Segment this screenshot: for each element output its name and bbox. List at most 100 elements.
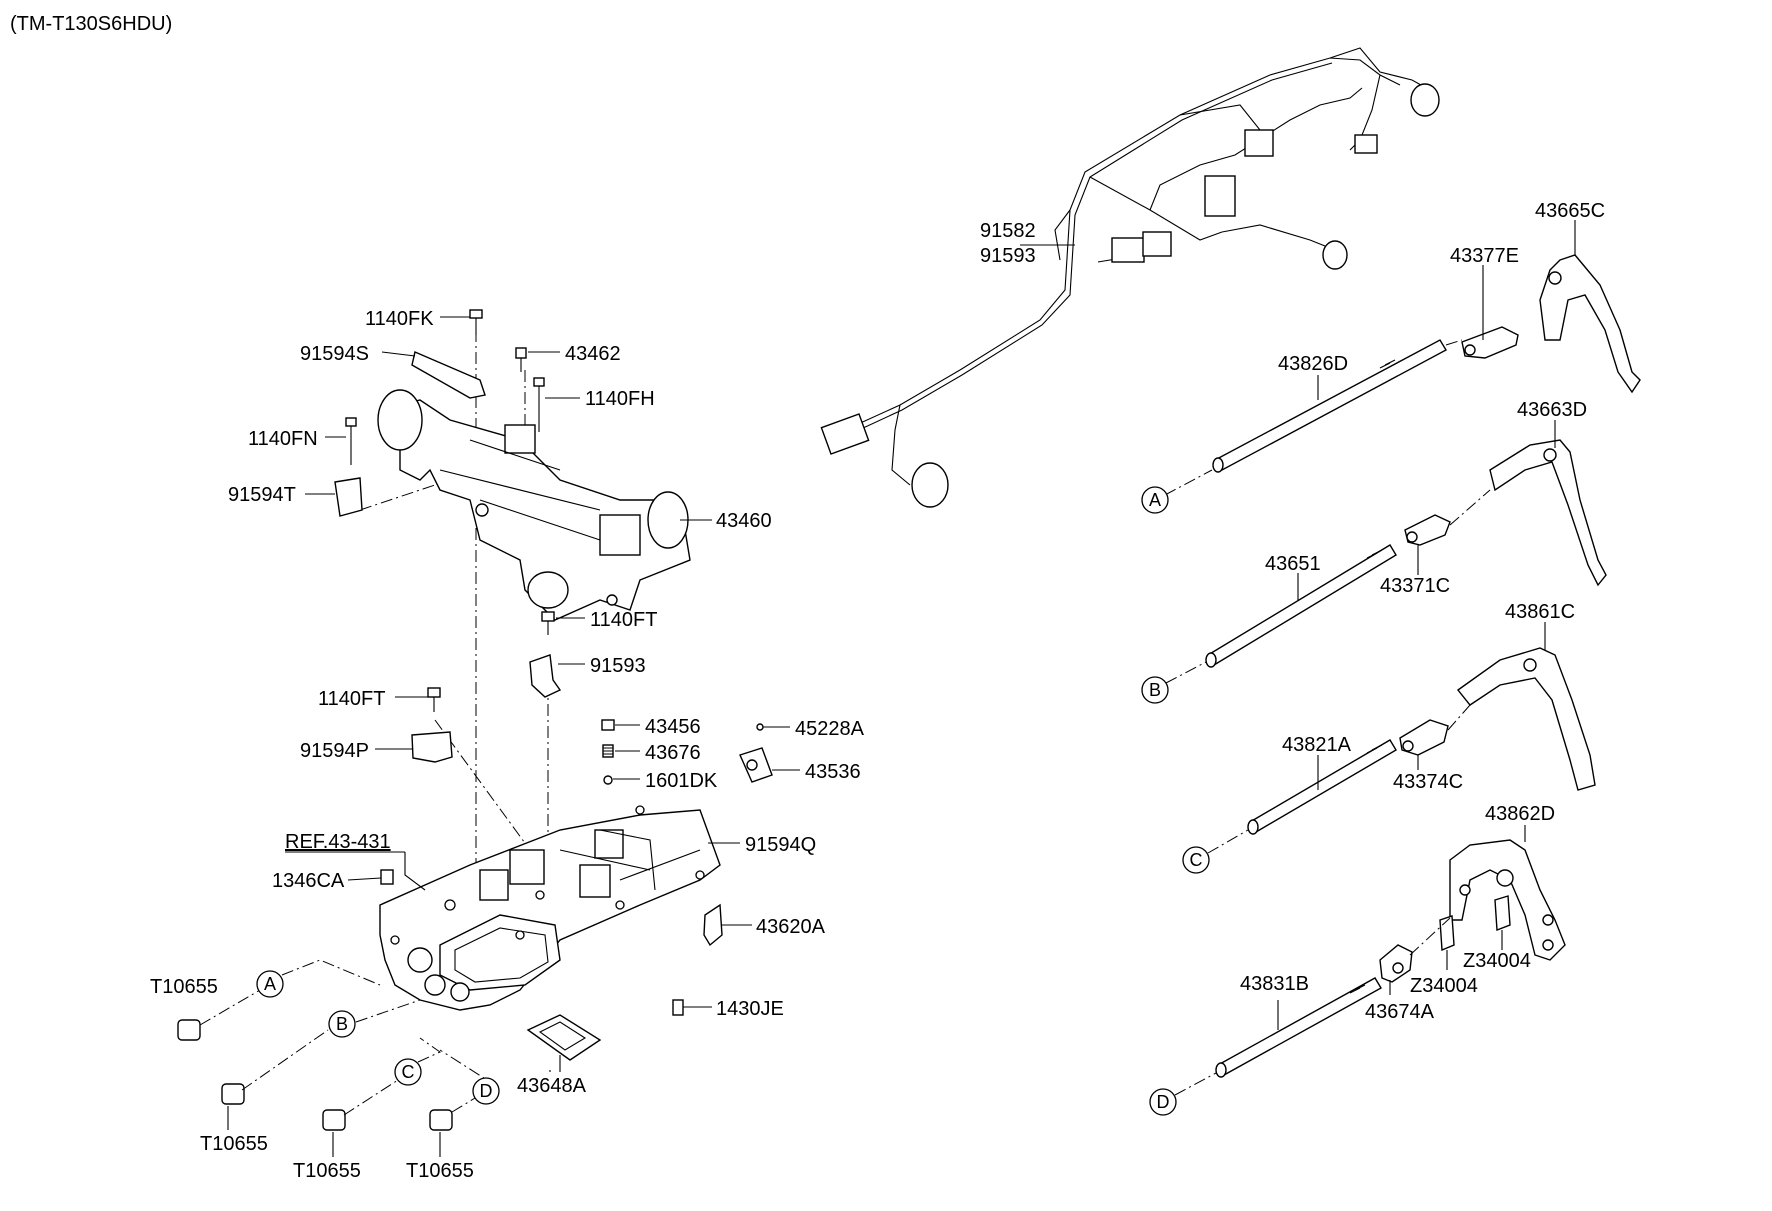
shift-lug-43377E: [1461, 326, 1519, 359]
marker-right-D: D: [1149, 1088, 1177, 1116]
label-43374C: 43374C: [1393, 771, 1463, 793]
bolt-1140FT-lower: [427, 687, 441, 712]
svg-text:C: C: [402, 1062, 415, 1082]
label-T10655-2: T10655: [200, 1133, 268, 1155]
shift-lug-43674A: [1379, 944, 1413, 983]
label-91594P: 91594P: [300, 740, 369, 762]
label-43826D: 43826D: [1278, 353, 1348, 375]
label-Z34004-b: Z34004: [1410, 975, 1478, 997]
label-43371C: 43371C: [1380, 575, 1450, 597]
svg-text:D: D: [1157, 1092, 1170, 1112]
shift-lug-43374C: [1399, 719, 1449, 756]
label-1140FT-lower: 1140FT: [318, 688, 385, 710]
label-T10655-3: T10655: [293, 1160, 361, 1182]
svg-text:B: B: [1149, 680, 1161, 700]
label-Z34004-a: Z34004: [1463, 950, 1531, 972]
shift-rail-43826D: [1212, 339, 1447, 473]
shift-lug-43371C: [1404, 514, 1451, 546]
bolt-1140FT-upper: [541, 611, 555, 635]
bracket-91594P: [411, 731, 453, 763]
actuator-assembly-43460: [377, 389, 691, 621]
label-1601DK: 1601DK: [645, 770, 718, 792]
label-43674A: 43674A: [1365, 1001, 1435, 1023]
label-43663D: 43663D: [1517, 399, 1587, 421]
marker-right-B: B: [1141, 676, 1169, 704]
label-91582: 91582: [980, 220, 1036, 242]
sensor-43536: [739, 747, 773, 783]
label-43456: 43456: [645, 716, 701, 738]
shift-fork-43663D: [1489, 439, 1607, 587]
label-91594S: 91594S: [300, 343, 369, 365]
shift-rail-43821A: [1247, 739, 1397, 835]
label-1430JE: 1430JE: [716, 998, 784, 1020]
leader-lines-right: [1020, 220, 1576, 1030]
shift-fork-43665C: [1539, 254, 1641, 394]
label-91594T: 91594T: [228, 484, 296, 506]
shift-fork-43861C: [1456, 647, 1596, 791]
label-43462: 43462: [565, 343, 621, 365]
label-43377E: 43377E: [1450, 245, 1519, 267]
marker-left-C: C: [394, 1058, 422, 1086]
label-43460: 43460: [716, 510, 772, 532]
bracket-43620A: [703, 903, 723, 947]
label-ref-43-431: REF.43-431: [285, 831, 391, 853]
label-91593-left: 91593: [590, 655, 646, 677]
marker-left-A: A: [256, 970, 284, 998]
shift-fork-43862D: [1449, 839, 1566, 961]
bracket-91594S: [411, 351, 486, 399]
ball-1601DK: [603, 775, 613, 785]
model-code: (TM-T130S6HDU): [10, 13, 172, 35]
shift-rail-43651: [1205, 544, 1397, 668]
label-43831B: 43831B: [1240, 973, 1309, 995]
label-43861C: 43861C: [1505, 601, 1575, 623]
label-1140FH: 1140FH: [585, 388, 655, 410]
label-1140FK: 1140FK: [365, 308, 434, 330]
label-43821A: 43821A: [1282, 734, 1352, 756]
label-43620A: 43620A: [756, 916, 826, 938]
label-43536: 43536: [805, 761, 861, 783]
label-43648A: 43648A: [517, 1075, 587, 1097]
label-43665C: 43665C: [1535, 200, 1605, 222]
sleeve-T10655-1: [177, 1019, 201, 1041]
pin-Z34004-a: [1494, 895, 1511, 931]
svg-text:A: A: [1149, 490, 1161, 510]
sleeve-T10655-2: [221, 1083, 245, 1105]
label-T10655-4: T10655: [406, 1160, 474, 1182]
label-91594Q: 91594Q: [745, 834, 816, 856]
sleeve-T10655-4: [429, 1109, 453, 1131]
dowel-1346CA: [380, 869, 394, 885]
bolt-1140FH: [533, 377, 545, 432]
label-91593-right: 91593: [980, 245, 1036, 267]
marker-left-D: D: [472, 1077, 500, 1105]
label-43651: 43651: [1265, 553, 1321, 575]
label-1140FN: 1140FN: [248, 428, 318, 450]
bracket-91593: [529, 654, 562, 698]
sleeve-T10655-3: [322, 1109, 346, 1131]
marker-right-C: C: [1182, 846, 1210, 874]
bolt-1140FK: [469, 309, 483, 335]
label-43862D: 43862D: [1485, 803, 1555, 825]
label-T10655-1: T10655: [150, 976, 218, 998]
svg-text:B: B: [336, 1014, 348, 1034]
spring-43676: [602, 744, 614, 758]
label-45228A: 45228A: [795, 718, 865, 740]
svg-text:C: C: [1190, 850, 1203, 870]
label-1140FT-upper: 1140FT: [590, 609, 657, 631]
marker-right-A: A: [1141, 486, 1169, 514]
bracket-91594T: [334, 477, 363, 517]
bolt-1140FN: [345, 417, 357, 465]
label-1346CA: 1346CA: [272, 870, 345, 892]
marker-left-B: B: [328, 1010, 356, 1038]
ball-45228A: [756, 723, 764, 731]
strainer-43648A: [526, 1014, 602, 1061]
valve-body-ref-43-431: [379, 805, 721, 1011]
wiring-harness-91582: [820, 47, 1440, 508]
plug-43456: [601, 719, 615, 731]
bolt-43462: [515, 347, 527, 372]
shift-rail-43831B: [1215, 977, 1382, 1078]
label-43676: 43676: [645, 742, 701, 764]
svg-text:D: D: [480, 1081, 493, 1101]
leader-lines-left: [305, 316, 800, 1072]
svg-text:A: A: [264, 974, 276, 994]
